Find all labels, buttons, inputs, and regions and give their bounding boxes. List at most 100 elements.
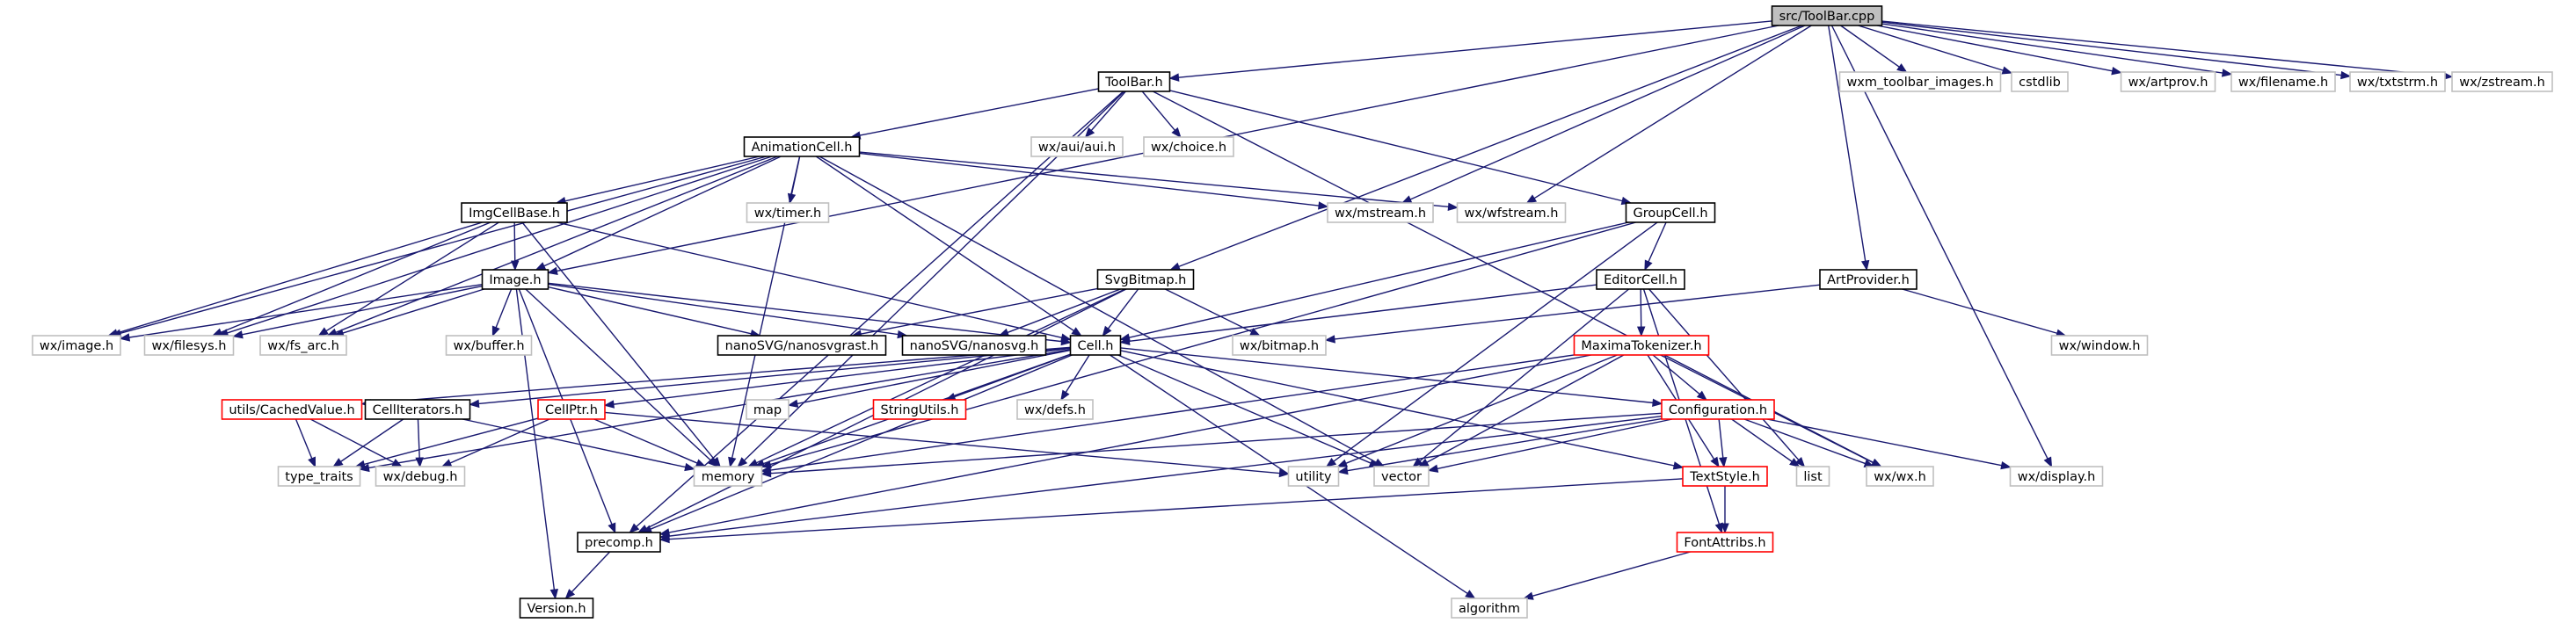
node-root[interactable]: src/ToolBar.cpp <box>1771 5 1883 26</box>
arrowhead <box>2340 70 2352 80</box>
edge-line <box>668 416 1663 537</box>
edge-imgcellbase-to-wx-filesys <box>211 221 491 337</box>
edge-root-to-wx-mstream <box>1401 25 1806 204</box>
node-cellptr[interactable]: CellPtr.h <box>537 399 606 420</box>
edge-toolbar-h-to-wx-choice <box>1141 91 1182 139</box>
arrowhead <box>547 266 558 276</box>
arrowhead <box>549 588 559 600</box>
node-label: wx/display.h <box>2018 470 2096 484</box>
edge-line <box>543 156 782 267</box>
node-label: Configuration.h <box>1669 403 1767 417</box>
edge-svgbitmap-to-memory <box>747 288 1125 467</box>
edge-imgcellbase-to-wx-fs-arc <box>317 221 499 337</box>
node-label: wx/fs_arc.h <box>267 339 339 353</box>
node-precomp[interactable]: precomp.h <box>577 532 661 553</box>
edge-svgbitmap-to-nanosvgrast <box>851 287 1098 338</box>
node-label: wx/mstream.h <box>1335 206 1426 221</box>
edge-image-h-to-nanosvg <box>548 283 908 339</box>
edge-cachedvalue-to-wx-debug <box>309 418 404 467</box>
node-stringutils[interactable]: StringUtils.h <box>872 399 967 420</box>
edge-image-h-to-wx-fs-arc <box>333 288 484 337</box>
node-box <box>1676 532 1774 553</box>
node-toolbar-h[interactable]: ToolBar.h <box>1097 71 1171 92</box>
arrowhead <box>1325 457 1337 467</box>
node-maximatokenizer[interactable]: MaximaTokenizer.h <box>1573 335 1710 356</box>
node-wx-buffer: wx/buffer.h <box>445 335 533 356</box>
node-wx-mstream: wx/mstream.h <box>1327 202 1434 223</box>
node-label: wx/defs.h <box>1024 403 1086 417</box>
edge-image-h-to-wx-filesys <box>232 285 483 339</box>
edge-animationcell-to-wx-fs-arc <box>326 156 778 337</box>
node-box <box>1287 466 1340 487</box>
node-groupcell[interactable]: GroupCell.h <box>1625 202 1716 223</box>
edge-root-to-toolbar-h <box>1168 20 1772 82</box>
node-box <box>1596 269 1685 290</box>
edge-root-to-wx-display <box>1830 25 2053 468</box>
node-nanosvg[interactable]: nanoSVG/nanosvg.h <box>901 335 1047 356</box>
node-svgbitmap[interactable]: SvgBitmap.h <box>1096 269 1195 290</box>
node-box <box>1661 399 1775 420</box>
arrowhead <box>1652 398 1663 408</box>
arrowhead <box>1525 194 1538 204</box>
edge-editorcell-to-maximatokenizer <box>1636 288 1646 337</box>
edge-line <box>556 221 1062 338</box>
node-image-h[interactable]: Image.h <box>481 269 549 290</box>
node-editorcell[interactable]: EditorCell.h <box>1596 269 1685 290</box>
edge-line <box>1902 288 2058 334</box>
node-animationcell[interactable]: AnimationCell.h <box>743 136 861 157</box>
arrowhead <box>1336 459 1349 467</box>
edge-configuration-to-textstyle <box>1718 418 1728 468</box>
edge-line <box>1648 288 1800 460</box>
arrowhead <box>1860 259 1870 272</box>
edge-line <box>478 347 1071 405</box>
node-label: CellIterators.h <box>373 403 463 417</box>
node-cstdlib: cstdlib <box>2011 71 2069 92</box>
edge-line <box>1345 354 1618 464</box>
edge-root-to-svgbitmap <box>1169 25 1802 271</box>
node-artprovider[interactable]: ArtProvider.h <box>1819 269 1917 290</box>
edge-cellptr-to-type-traits <box>354 417 539 468</box>
edge-line <box>1830 25 2048 460</box>
node-box <box>1771 5 1883 26</box>
node-memory: memory <box>693 466 763 487</box>
node-textstyle[interactable]: TextStyle.h <box>1682 466 1768 487</box>
node-fontattribs[interactable]: FontAttribs.h <box>1676 532 1774 553</box>
edge-line <box>1419 288 1630 462</box>
arrowhead <box>684 462 695 472</box>
node-label: map <box>753 403 782 417</box>
edge-line <box>650 354 1073 530</box>
node-box <box>1625 202 1716 223</box>
node-box <box>1373 466 1430 487</box>
node-version[interactable]: Version.h <box>519 598 594 619</box>
arrowhead <box>211 328 223 337</box>
node-imgcellbase[interactable]: ImgCellBase.h <box>461 202 568 223</box>
node-cell-h[interactable]: Cell.h <box>1069 335 1122 356</box>
edge-line <box>859 151 1449 208</box>
edge-line <box>242 285 483 336</box>
edge-cell-h-to-cachedvalue <box>360 346 1071 408</box>
node-wx-image: wx/image.h <box>32 335 121 356</box>
node-configuration[interactable]: Configuration.h <box>1661 399 1775 420</box>
edge-line <box>1533 25 1812 199</box>
node-celliterators[interactable]: CellIterators.h <box>364 399 471 420</box>
node-box <box>693 466 763 487</box>
edge-line <box>1333 221 1658 462</box>
edge-line <box>1090 91 1126 131</box>
node-cachedvalue[interactable]: utils/CachedValue.h <box>221 399 363 420</box>
edge-line <box>859 88 1099 136</box>
edge-line <box>309 418 395 464</box>
arrowhead <box>1636 326 1646 337</box>
node-label: utility <box>1295 470 1332 484</box>
node-nanosvgrast[interactable]: nanoSVG/nanosvgrast.h <box>717 335 887 356</box>
edge-line <box>1718 418 1724 459</box>
edge-line <box>1881 23 2223 74</box>
arrowhead <box>332 458 344 467</box>
edge-toolbar-h-to-wx-aui <box>1084 91 1126 139</box>
node-label: EditorCell.h <box>1604 273 1677 287</box>
edge-cell-h-to-celliterators <box>469 347 1071 409</box>
node-wx-debug: wx/debug.h <box>375 466 466 487</box>
node-type-traits: type_traits <box>277 466 361 487</box>
node-label: list <box>1803 470 1823 484</box>
edge-animationcell-to-wx-wfstream <box>859 151 1459 212</box>
arrowhead <box>1102 325 1112 337</box>
